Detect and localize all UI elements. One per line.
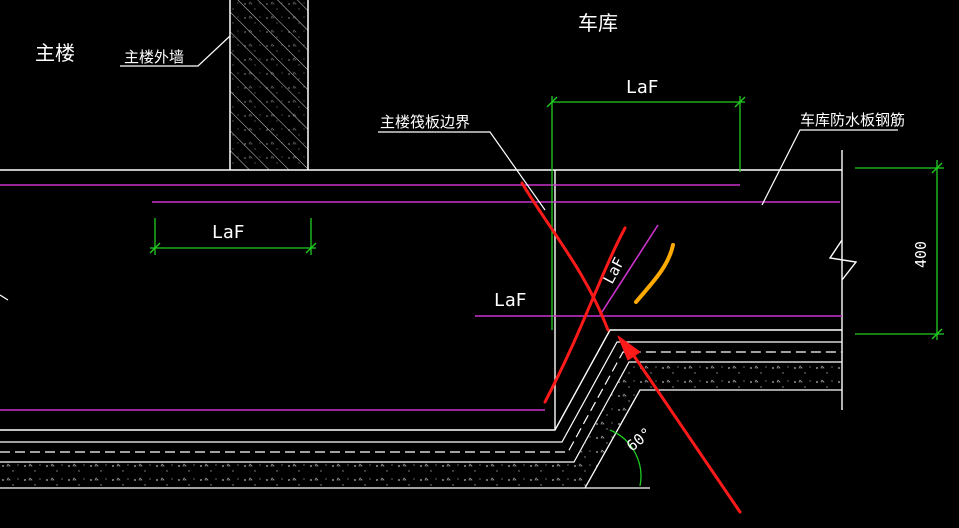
dim-laf-diag: LaF	[600, 255, 629, 287]
yellow-annotation	[634, 243, 675, 304]
label-raft-boundary: 主楼筏板边界	[380, 113, 470, 131]
main-outer-wall	[229, 0, 309, 170]
dimensions	[149, 96, 944, 487]
dim-thickness: 400	[912, 241, 930, 268]
label-garage-waterproof-rebar: 车库防水板钢筋	[800, 111, 905, 129]
dim-laf-top: LaF	[626, 77, 659, 98]
dim-laf-left: LaF	[212, 222, 245, 243]
cushion-layer	[0, 362, 842, 489]
leader-lines	[0, 35, 898, 301]
red-annotation	[520, 181, 742, 514]
rebar	[0, 184, 842, 411]
label-main-building: 主楼	[35, 41, 75, 65]
dim-laf-mid: LaF	[494, 290, 527, 311]
label-main-outer-wall: 主楼外墙	[124, 48, 184, 66]
label-garage: 车库	[578, 11, 618, 35]
dim-angle: 60°	[623, 424, 655, 455]
waterproof-layers	[0, 341, 842, 463]
